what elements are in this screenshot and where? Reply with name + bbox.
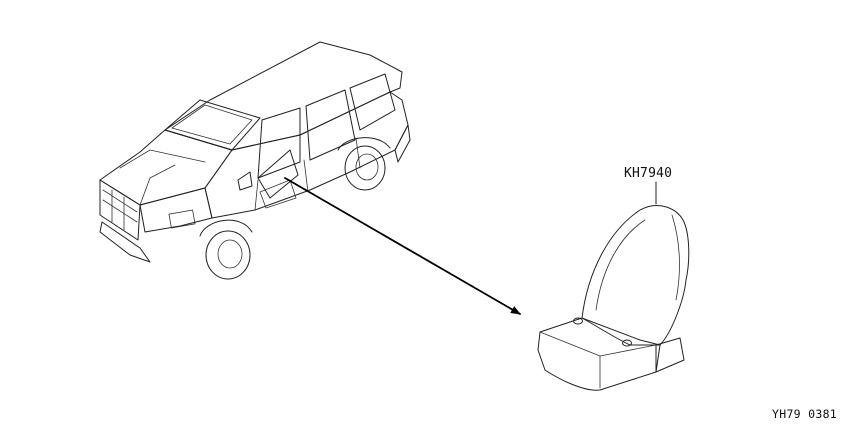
- figure-code: YH79 0381: [772, 407, 837, 421]
- suv-outline-icon: [99, 41, 411, 280]
- arrow-pointer-icon: [284, 177, 521, 315]
- seat-cover-icon: [537, 181, 690, 391]
- part-number-label: KH7940: [624, 166, 672, 181]
